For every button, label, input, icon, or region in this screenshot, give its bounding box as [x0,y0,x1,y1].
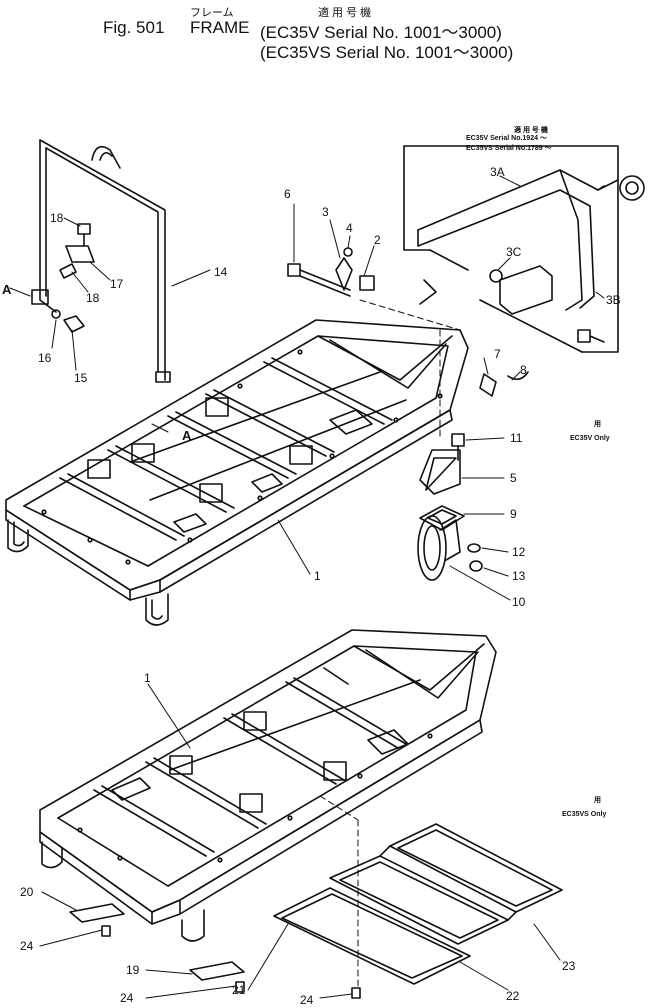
callout-11: 11 [510,431,523,445]
caster-assembly [417,371,529,581]
guard-panel-14 [31,139,171,383]
bracket-17 [51,223,95,333]
callout-22: 22 [506,989,520,1003]
callout-24-mid: 24 [120,991,134,1005]
callout-6: 6 [284,187,291,201]
serial-range-ec35v: (EC35V Serial No. 1001～3000) [260,23,502,42]
figure-title: FRAME [190,18,250,37]
callout-23: 23 [562,959,576,973]
callout-3c: 3C [506,245,522,259]
callout-18-mid: 18 [86,291,100,305]
callout-3a: 3A [490,165,505,179]
callout-13: 13 [512,569,526,583]
header-jp-frame: フレーム [190,7,234,19]
callout-2: 2 [374,233,381,247]
callout-9: 9 [510,507,517,521]
callout-20: 20 [20,885,34,899]
upper-pins [287,247,437,305]
callout-10: 10 [512,595,526,609]
view-marker-a-frame: A [182,428,192,443]
callout-12: 12 [512,545,526,559]
note-ec35v-jp: 用 [594,420,601,428]
inset-box-tow-bar [403,145,645,353]
callout-3: 3 [322,205,329,219]
callout-4: 4 [346,221,353,235]
view-marker-a-left: A [2,282,12,297]
callout-14: 14 [214,265,228,279]
callout-16: 16 [38,351,52,365]
callout-7: 7 [494,347,501,361]
callout-21: 21 [232,983,246,997]
figure-number: Fig. 501 [103,18,165,37]
lower-frame-1 [39,629,497,942]
inset-serial-ec35v: EC35V Serial No.1924 ～ [466,135,547,142]
inset-serial-ec35vs: EC35VS Serial No.1789 ～ [466,145,552,152]
callout-19: 19 [126,963,140,977]
under-plates [69,823,563,999]
callout-1-lower: 1 [144,671,151,685]
callout-3b: 3B [606,293,621,307]
header-jp-applicable: 適 用 号 機 [318,7,372,19]
inset-jp-applicable: 適 用 号 機 [514,125,548,134]
callout-8: 8 [520,363,527,377]
callout-18-top: 18 [50,211,64,225]
callout-5: 5 [510,471,517,485]
callout-17: 17 [110,277,124,291]
callout-24-left: 24 [20,939,34,953]
callout-24-right: 24 [300,993,314,1007]
upper-frame-1 [5,319,469,626]
note-ec35v-only: EC35V Only [570,435,610,442]
note-ec35vs-jp: 用 [594,796,601,804]
serial-range-ec35vs: (EC35VS Serial No. 1001～3000) [260,43,514,62]
note-ec35vs-only: EC35VS Only [562,811,606,818]
callout-15: 15 [74,371,88,385]
callout-1-upper: 1 [314,569,321,583]
leader-lines [9,175,605,999]
